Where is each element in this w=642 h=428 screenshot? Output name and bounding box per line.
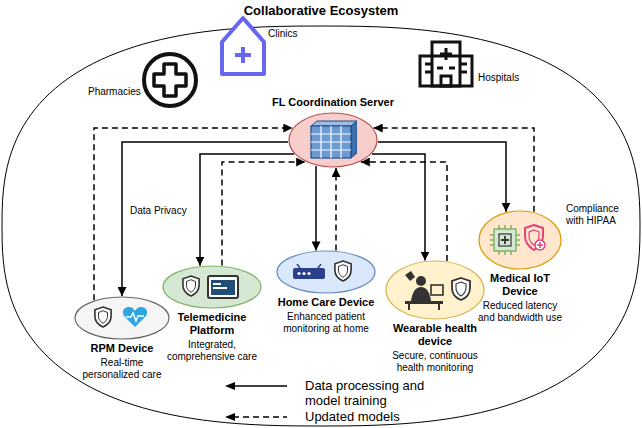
hospital-icon (420, 42, 472, 86)
ellipse-outline (276, 250, 376, 294)
node-title: Telemedicine Platform (160, 311, 264, 337)
clinic-icon (222, 18, 264, 74)
node-caption: Enhanced patient monitoring at home (271, 311, 381, 335)
device-icon (293, 264, 325, 279)
annotation-label: Hospitals (478, 72, 538, 84)
data-flow-arrow (378, 142, 506, 212)
device-icon (123, 307, 147, 327)
device-icon (452, 278, 470, 300)
data-flow-arrow (200, 154, 294, 266)
annotation-label: Compliance with HIPAA (566, 203, 626, 227)
data-flow-arrow (315, 166, 317, 251)
device-icon (208, 276, 238, 298)
legend-text: Updated models (305, 409, 445, 424)
device-node: Home Care DeviceEnhanced patient monitor… (271, 250, 381, 335)
device-icon (405, 271, 443, 310)
legend-sample (225, 378, 289, 393)
legend-item: Updated models (225, 409, 445, 424)
annotation-label: Clinics (268, 28, 318, 40)
node-caption: Integrated, comprehensive care (160, 339, 264, 363)
annotation-label: Pharmacies (88, 86, 150, 98)
ellipse-outline (162, 265, 262, 309)
update-flow-arrow (335, 168, 337, 251)
node-title: Medical IoT Device (474, 272, 566, 298)
ellipse-shape (74, 296, 170, 340)
ellipse-shape (288, 112, 378, 168)
node-caption: Secure, continuous health monitoring (385, 350, 485, 374)
pharmacy-icon (144, 54, 196, 106)
update-flow-arrow (374, 128, 534, 212)
ellipse-outline (288, 112, 378, 168)
legend-text: Data processing and model training (305, 378, 445, 408)
node-caption: Real-time personalized care (72, 357, 172, 381)
data-flow-arrow (372, 154, 425, 261)
device-node: Wearable health deviceSecure, continuous… (385, 260, 485, 374)
node-title: Wearable health device (385, 322, 485, 348)
ellipse-outline (74, 296, 170, 340)
server-node: FL Coordination Server (253, 96, 413, 168)
node-title: Home Care Device (271, 296, 381, 309)
device-icon (335, 261, 351, 281)
update-flow-arrow (222, 162, 305, 265)
ellipse-outline (385, 260, 485, 320)
diagram-title: Collaborative Ecosystem (0, 3, 642, 18)
device-icon (525, 225, 545, 250)
ellipse-shape (478, 210, 562, 270)
node-title: RPM Device (72, 342, 172, 355)
ellipse-shape (385, 260, 485, 320)
ellipse-shape (276, 250, 376, 294)
device-icon (490, 225, 520, 255)
node-heading: FL Coordination Server (253, 96, 413, 109)
update-flow-arrow (361, 162, 447, 261)
device-node: Medical IoT DeviceReduced latency and ba… (474, 210, 566, 324)
device-icon (95, 307, 111, 327)
legend-item: Data processing and model training (225, 378, 445, 408)
annotation-label: Data Privacy (130, 205, 194, 217)
node-caption: Reduced latency and bandwidth use (474, 300, 566, 324)
ellipse-outline (478, 210, 562, 270)
device-icon (311, 121, 357, 158)
ellipse-shape (162, 265, 262, 309)
legend-sample (225, 409, 289, 424)
device-node: RPM DeviceReal-time personalized care (72, 296, 172, 381)
device-icon (183, 276, 199, 296)
ecosystem-outline (2, 26, 640, 426)
device-node: Telemedicine PlatformIntegrated, compreh… (160, 265, 264, 363)
